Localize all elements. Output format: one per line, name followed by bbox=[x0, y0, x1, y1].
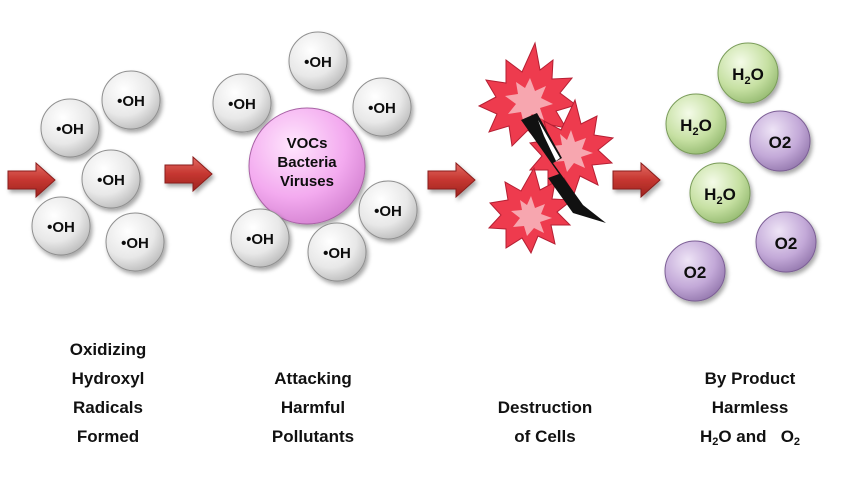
oxygen-molecule: O2 bbox=[755, 211, 817, 273]
arrow-right-icon bbox=[427, 161, 476, 199]
hydroxyl-radical: •OH bbox=[81, 149, 141, 209]
stage3-destruction bbox=[477, 41, 615, 255]
pollutant-cell: VOCs Bacteria Viruses bbox=[248, 107, 366, 225]
water-molecule: H2O bbox=[717, 42, 779, 104]
stage2-caption: Attacking Harmful Pollutants bbox=[248, 364, 378, 451]
caption-formula: H2O and O2 bbox=[699, 427, 801, 448]
svg-text:•OH: •OH bbox=[304, 54, 332, 71]
svg-text:•OH: •OH bbox=[121, 235, 149, 252]
hydroxyl-radical: •OH bbox=[230, 208, 290, 268]
hydroxyl-radical: •OH bbox=[212, 73, 272, 133]
stage1-radicals: •OH •OH •OH •OH •OH bbox=[31, 70, 165, 272]
svg-text:•OH: •OH bbox=[47, 219, 75, 236]
pollutant-label-3: Viruses bbox=[280, 173, 334, 190]
hydroxyl-radical: •OH bbox=[307, 222, 367, 282]
lightning-bolt-icon bbox=[521, 113, 606, 223]
stage2-attack: •OH •OH •OH VOCs Bacteria Viruses •OH •O… bbox=[212, 31, 418, 282]
svg-text:•OH: •OH bbox=[246, 231, 274, 248]
svg-text:•OH: •OH bbox=[228, 96, 256, 113]
caption-line: By Product bbox=[704, 369, 796, 388]
hydroxyl-radical: •OH bbox=[288, 31, 348, 91]
caption-line: Formed bbox=[76, 427, 140, 446]
hydroxyl-radical: •OH bbox=[352, 77, 412, 137]
caption-line: of Cells bbox=[514, 427, 576, 446]
water-molecule: H2O bbox=[689, 162, 751, 224]
caption-line: Hydroxyl bbox=[71, 369, 145, 388]
stage4-products: H2O H2O O2 H2O O2 O2 bbox=[664, 42, 817, 302]
caption-line: Pollutants bbox=[271, 427, 355, 446]
caption-line: Harmless bbox=[711, 398, 789, 417]
caption-line: Oxidizing bbox=[69, 340, 147, 359]
svg-text:•OH: •OH bbox=[323, 245, 351, 262]
caption-line: Attacking bbox=[274, 369, 352, 388]
svg-text:H2O: H2O bbox=[732, 65, 764, 87]
caption-line: Destruction bbox=[497, 398, 593, 417]
pollutant-label-2: Bacteria bbox=[277, 154, 337, 171]
svg-text:•OH: •OH bbox=[117, 93, 145, 110]
svg-text:•OH: •OH bbox=[56, 121, 84, 138]
svg-text:O2: O2 bbox=[775, 234, 798, 253]
hydroxyl-radical: •OH bbox=[40, 98, 100, 158]
hydroxyl-radical: •OH bbox=[101, 70, 161, 130]
svg-text:•OH: •OH bbox=[368, 100, 396, 117]
svg-text:•OH: •OH bbox=[97, 172, 125, 189]
svg-text:O2: O2 bbox=[684, 263, 707, 282]
svg-text:O2: O2 bbox=[769, 133, 792, 152]
oxygen-molecule: O2 bbox=[749, 110, 811, 172]
hydroxyl-radical: •OH bbox=[358, 180, 418, 240]
arrow-right-icon bbox=[612, 161, 661, 199]
stage3-caption: Destruction of Cells bbox=[480, 393, 610, 451]
pollutant-label-1: VOCs bbox=[287, 135, 328, 152]
stage4-caption: By Product Harmless H2O and O2 bbox=[680, 364, 820, 451]
caption-line: Harmful bbox=[280, 398, 346, 417]
hydroxyl-radical: •OH bbox=[31, 196, 91, 256]
water-molecule: H2O bbox=[665, 93, 727, 155]
svg-text:•OH: •OH bbox=[374, 203, 402, 220]
svg-text:H2O: H2O bbox=[704, 185, 736, 207]
stage1-caption: Oxidizing Hydroxyl Radicals Formed bbox=[50, 335, 166, 451]
hydroxyl-radical: •OH bbox=[105, 212, 165, 272]
oxygen-molecule: O2 bbox=[664, 240, 726, 302]
arrow-right-icon bbox=[164, 155, 213, 193]
arrow-right-icon bbox=[7, 161, 56, 199]
svg-text:H2O: H2O bbox=[680, 116, 712, 138]
caption-line: Radicals bbox=[73, 398, 143, 417]
